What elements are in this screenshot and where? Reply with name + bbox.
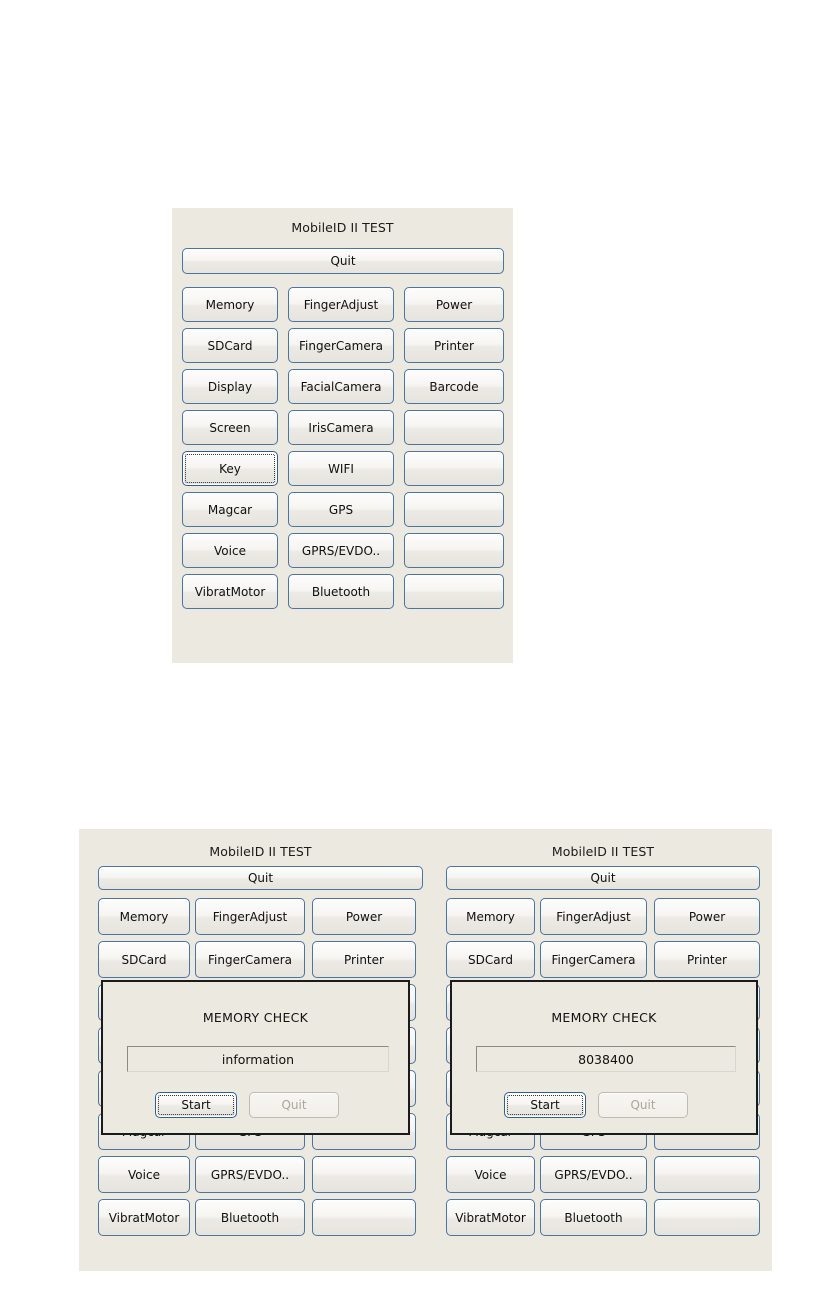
test-button-magcar[interactable]: Magcar <box>182 492 278 527</box>
page-title-after: MobileID II TEST <box>551 844 655 859</box>
test-button-gprs-evdo[interactable]: GPRS/EVDO.. <box>540 1156 647 1193</box>
memory-info-field-after: 8038400 <box>476 1046 736 1072</box>
test-button-empty-3-8 <box>404 574 504 609</box>
quit-button-before[interactable]: Quit <box>98 866 423 890</box>
dialog-title-after: MEMORY CHECK <box>551 1010 657 1025</box>
quit-button-after[interactable]: Quit <box>446 866 760 890</box>
test-button-empty-3-6 <box>404 492 504 527</box>
test-button-fingercamera[interactable]: FingerCamera <box>540 941 647 978</box>
test-button-empty-3-7 <box>404 533 504 568</box>
test-button-display[interactable]: Display <box>182 369 278 404</box>
test-button-fingeradjust[interactable]: FingerAdjust <box>288 287 394 322</box>
test-button-key[interactable]: Key <box>182 451 278 486</box>
test-button-fingercamera[interactable]: FingerCamera <box>195 941 305 978</box>
test-button-voice[interactable]: Voice <box>446 1156 535 1193</box>
test-button-empty-3-7 <box>654 1156 760 1193</box>
test-button-voice[interactable]: Voice <box>182 533 278 568</box>
test-button-printer[interactable]: Printer <box>404 328 504 363</box>
test-button-bluetooth[interactable]: Bluetooth <box>195 1199 305 1236</box>
dialog-quit-button-before: Quit <box>249 1092 339 1118</box>
test-button-facialcamera[interactable]: FacialCamera <box>288 369 394 404</box>
memory-check-dialog-before: MEMORY CHECK information Start Quit <box>101 980 410 1135</box>
test-button-printer[interactable]: Printer <box>654 941 760 978</box>
test-button-screen[interactable]: Screen <box>182 410 278 445</box>
test-button-barcode[interactable]: Barcode <box>404 369 504 404</box>
test-button-printer[interactable]: Printer <box>312 941 416 978</box>
test-button-power[interactable]: Power <box>404 287 504 322</box>
test-button-bluetooth[interactable]: Bluetooth <box>288 574 394 609</box>
test-button-wifi[interactable]: WIFI <box>288 451 394 486</box>
test-button-iriscamera[interactable]: IrisCamera <box>288 410 394 445</box>
memory-check-dialog-after: MEMORY CHECK 8038400 Start Quit <box>450 980 758 1135</box>
test-button-gprs-evdo[interactable]: GPRS/EVDO.. <box>288 533 394 568</box>
test-button-memory[interactable]: Memory <box>98 898 190 935</box>
test-button-bluetooth[interactable]: Bluetooth <box>540 1199 647 1236</box>
test-button-vibratmotor[interactable]: VibratMotor <box>182 574 278 609</box>
test-button-power[interactable]: Power <box>654 898 760 935</box>
test-button-fingeradjust[interactable]: FingerAdjust <box>195 898 305 935</box>
test-button-empty-3-8 <box>654 1199 760 1236</box>
test-button-sdcard[interactable]: SDCard <box>98 941 190 978</box>
test-button-empty-3-4 <box>404 410 504 445</box>
test-button-vibratmotor[interactable]: VibratMotor <box>446 1199 535 1236</box>
dialog-title-before: MEMORY CHECK <box>202 1010 309 1025</box>
test-button-fingercamera[interactable]: FingerCamera <box>288 328 394 363</box>
test-button-gps[interactable]: GPS <box>288 492 394 527</box>
test-button-vibratmotor[interactable]: VibratMotor <box>98 1199 190 1236</box>
page-title-before: MobileID II TEST <box>209 844 312 859</box>
dialog-quit-button-after: Quit <box>598 1092 688 1118</box>
test-button-gprs-evdo[interactable]: GPRS/EVDO.. <box>195 1156 305 1193</box>
test-button-empty-3-5 <box>404 451 504 486</box>
dialog-start-button-before[interactable]: Start <box>155 1092 237 1118</box>
test-button-sdcard[interactable]: SDCard <box>182 328 278 363</box>
test-button-voice[interactable]: Voice <box>98 1156 190 1193</box>
page-title: MobileID II TEST <box>291 220 394 235</box>
test-button-memory[interactable]: Memory <box>182 287 278 322</box>
memory-info-field-before: information <box>127 1046 389 1072</box>
test-button-fingeradjust[interactable]: FingerAdjust <box>540 898 647 935</box>
test-button-empty-3-8 <box>312 1199 416 1236</box>
test-button-empty-3-7 <box>312 1156 416 1193</box>
quit-button[interactable]: Quit <box>182 248 504 274</box>
test-button-memory[interactable]: Memory <box>446 898 535 935</box>
dialog-start-button-after[interactable]: Start <box>504 1092 586 1118</box>
test-button-power[interactable]: Power <box>312 898 416 935</box>
test-button-sdcard[interactable]: SDCard <box>446 941 535 978</box>
